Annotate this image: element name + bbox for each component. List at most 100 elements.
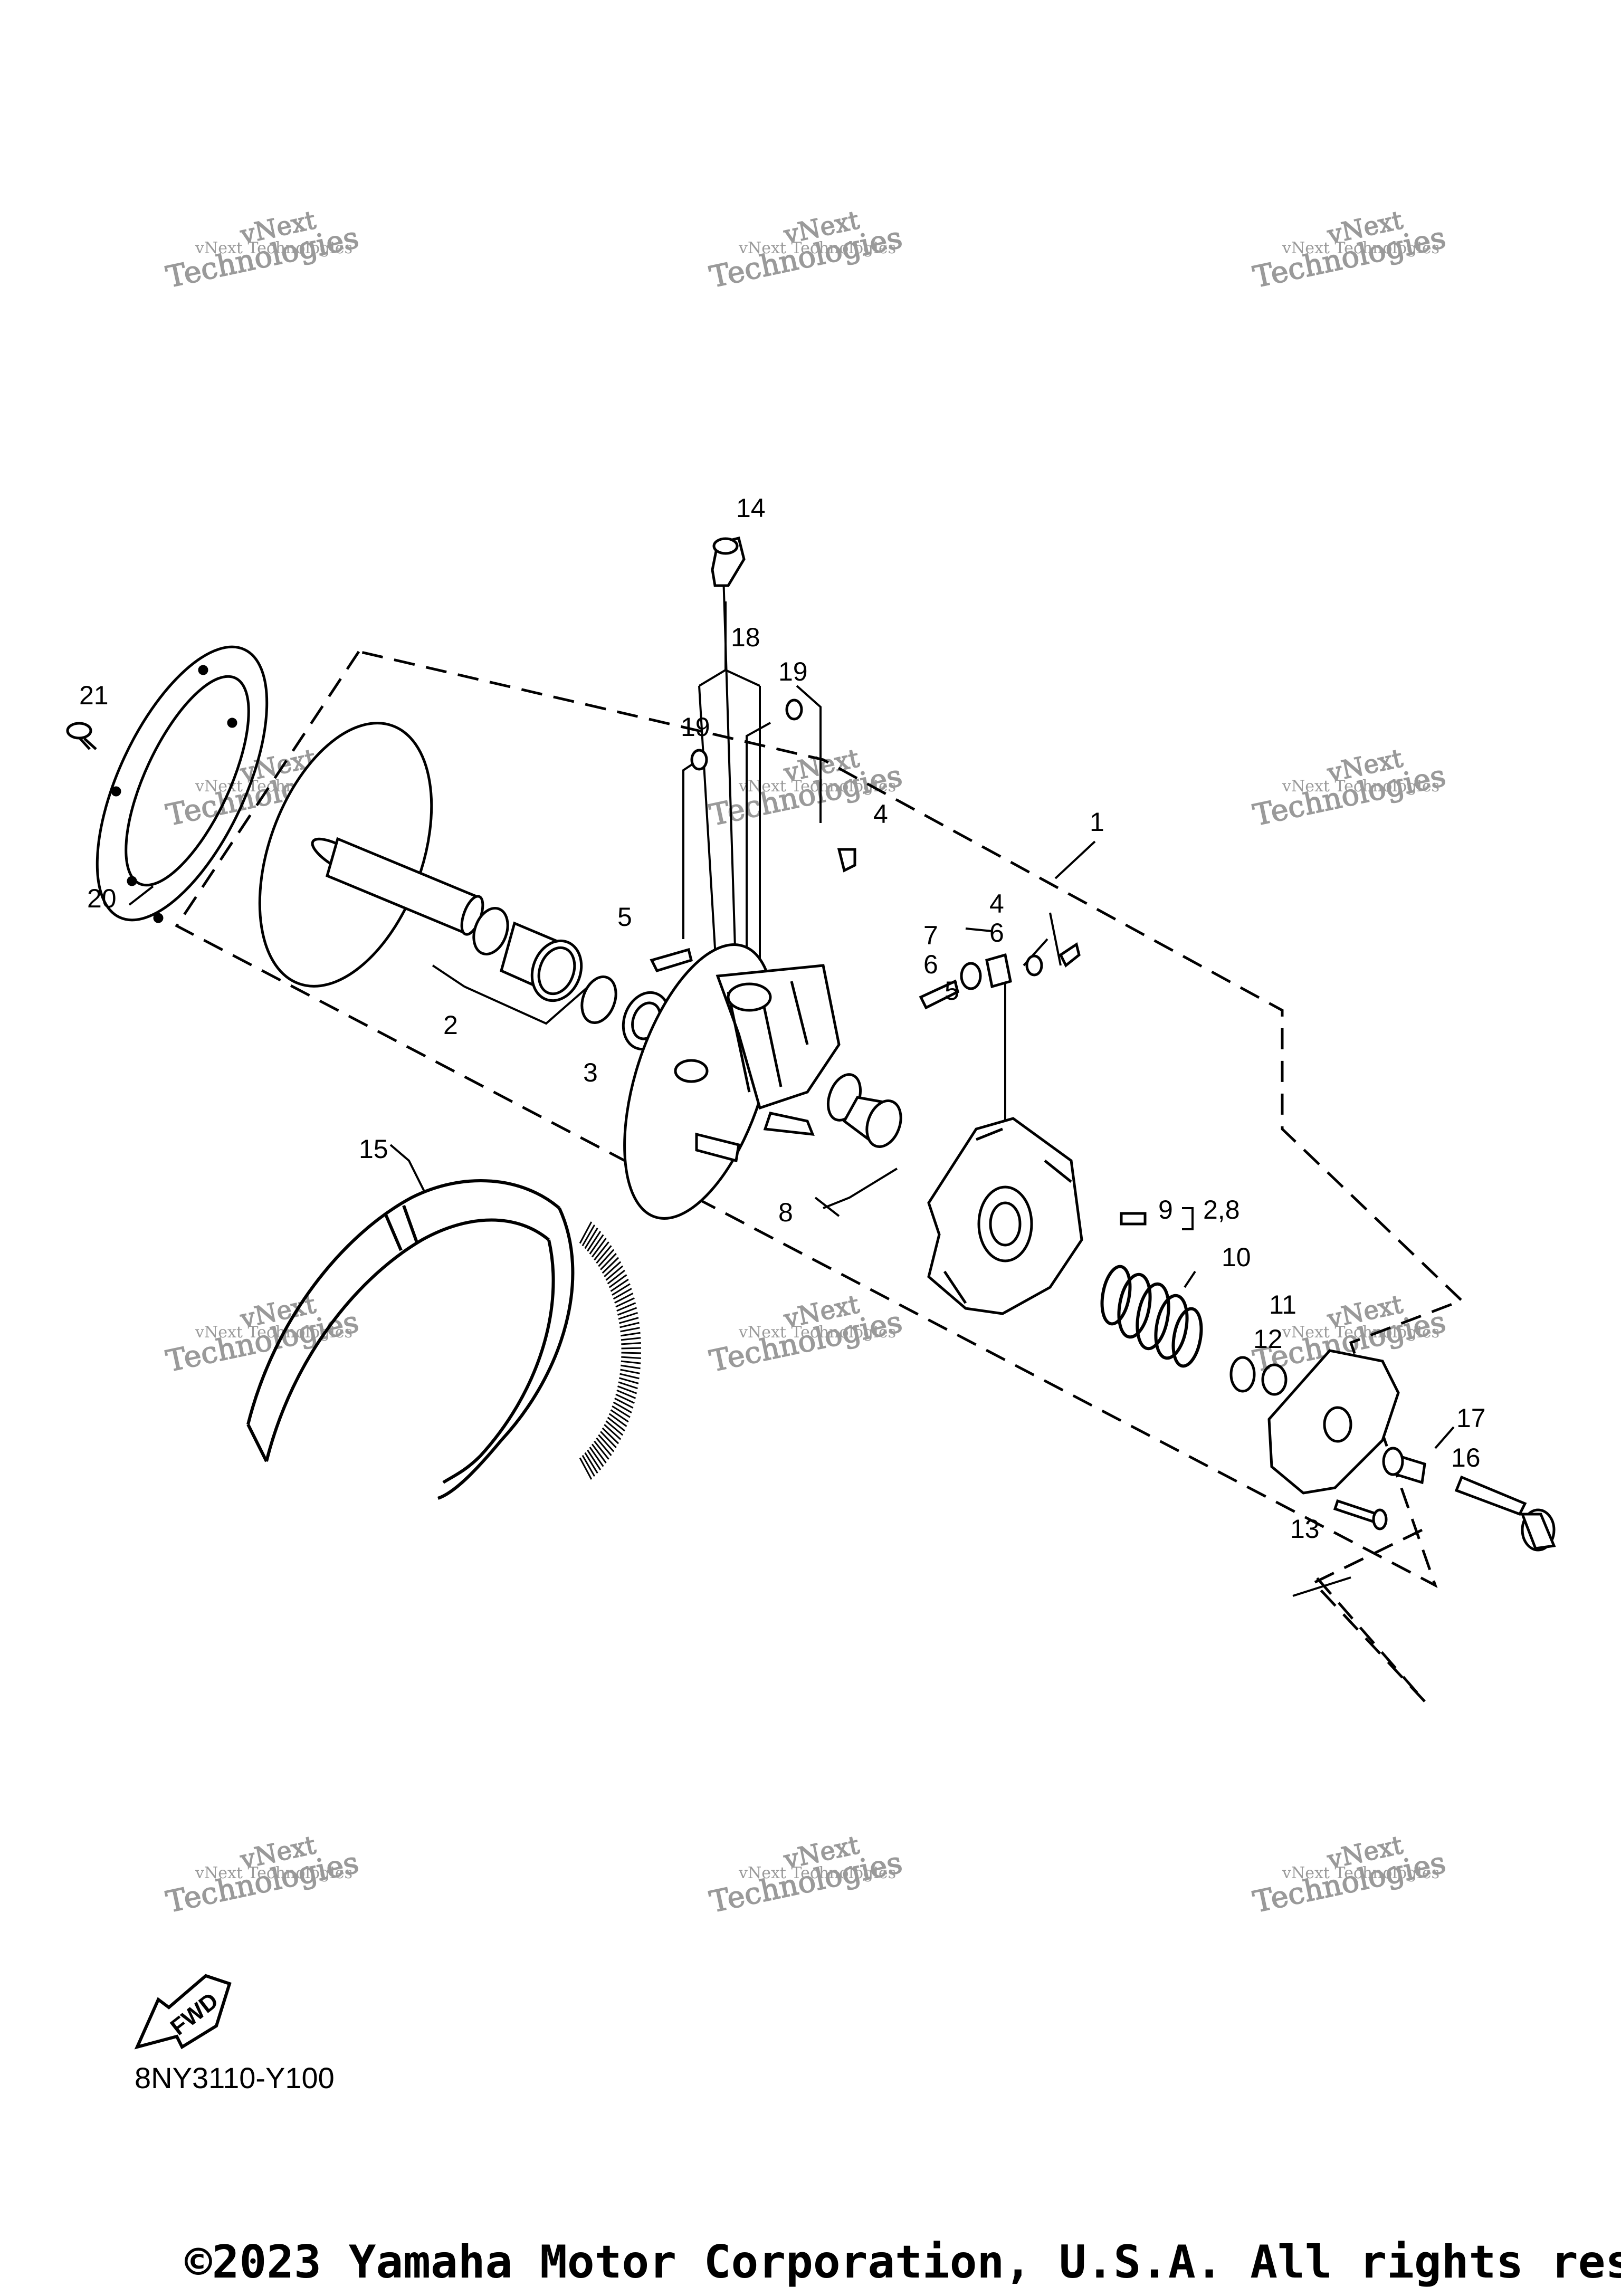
part-weights-and-pins bbox=[650, 536, 1081, 1010]
part-spring bbox=[1100, 1265, 1203, 1368]
belt-tooth bbox=[616, 1302, 636, 1312]
callout-16: 16 bbox=[1451, 1443, 1481, 1472]
callout-6-top: 6 bbox=[989, 918, 1004, 948]
callout-1: 1 bbox=[1090, 807, 1104, 837]
belt-tooth bbox=[619, 1322, 640, 1328]
watermark-line1: vNext Technologies bbox=[1282, 239, 1439, 257]
belt-tooth bbox=[615, 1297, 635, 1308]
callout-17: 17 bbox=[1456, 1403, 1486, 1433]
belt-tooth bbox=[607, 1417, 625, 1432]
belt-tooth bbox=[612, 1405, 631, 1418]
belt-tooth bbox=[618, 1377, 639, 1384]
belt-tooth bbox=[596, 1245, 612, 1264]
watermark-line1: vNext Technologies bbox=[738, 1864, 896, 1882]
belt-tooth bbox=[602, 1427, 619, 1444]
belt-tooth bbox=[604, 1424, 622, 1440]
belt-tooth bbox=[600, 1252, 617, 1270]
belt-tooth bbox=[610, 1278, 629, 1292]
belt-tooth bbox=[605, 1420, 624, 1436]
callout-15: 15 bbox=[359, 1134, 388, 1164]
belt-tooth bbox=[619, 1373, 640, 1380]
belt-tooth bbox=[600, 1431, 617, 1449]
callout-5-left: 5 bbox=[617, 902, 632, 932]
belt-tooth bbox=[605, 1265, 624, 1281]
callout-2-8: 2,8 bbox=[1203, 1195, 1240, 1224]
callout-4-top: 4 bbox=[873, 799, 888, 829]
callout-14: 14 bbox=[736, 493, 766, 523]
watermark-line1: vNext Technologies bbox=[738, 1323, 896, 1342]
watermark-line1: vNext Technologies bbox=[1282, 777, 1439, 796]
belt-tooth bbox=[618, 1381, 638, 1390]
belt-tooth bbox=[621, 1360, 641, 1364]
callout-6-bottom: 6 bbox=[923, 950, 938, 979]
belt-tooth bbox=[579, 1221, 593, 1244]
callout-labels: 1 2 3 4 4 5 5 6 6 7 8 9 2,8 10 11 12 13 … bbox=[79, 493, 1486, 1544]
belt-tooth bbox=[591, 1443, 607, 1463]
belt-tooth bbox=[581, 1455, 596, 1477]
callout-11: 11 bbox=[1269, 1290, 1296, 1319]
watermark-line1: vNext Technologies bbox=[1282, 1323, 1439, 1342]
belt-tooth bbox=[608, 1413, 627, 1427]
callout-19-right: 19 bbox=[778, 657, 808, 686]
belt-tooth bbox=[617, 1385, 637, 1394]
watermark-line1: vNext Technologies bbox=[195, 1864, 352, 1882]
watermark-line1: vNext Technologies bbox=[195, 239, 352, 257]
callout-19-left: 19 bbox=[681, 712, 710, 742]
belt-tooth bbox=[621, 1332, 641, 1337]
belt-tooth bbox=[581, 1224, 596, 1247]
callout-18: 18 bbox=[731, 623, 760, 652]
part-bolts bbox=[1333, 1447, 1556, 1552]
belt-tooth bbox=[591, 1238, 607, 1258]
belt-tooth bbox=[621, 1337, 641, 1341]
belt-tooth bbox=[613, 1288, 632, 1300]
copyright-notice: ©2023 Yamaha Motor Corporation, U.S.A. A… bbox=[185, 2236, 1621, 2289]
belt-tooth bbox=[596, 1437, 612, 1456]
watermark-line1: vNext Technologies bbox=[738, 239, 896, 257]
callout-9: 9 bbox=[1158, 1195, 1173, 1224]
part-fixed-sheave bbox=[258, 722, 484, 988]
belt-tooth bbox=[621, 1342, 641, 1345]
belt-tooth bbox=[602, 1257, 619, 1274]
belt-tooth bbox=[598, 1434, 615, 1452]
part-screw-21 bbox=[66, 722, 97, 750]
fwd-arrow-icon: FWD bbox=[134, 1974, 232, 2050]
belt-tooth bbox=[587, 1231, 602, 1252]
callout-10: 10 bbox=[1222, 1242, 1251, 1272]
watermark-line1: vNext Technologies bbox=[1282, 1864, 1439, 1882]
part-bushing-8 bbox=[827, 1073, 902, 1149]
belt-tooth bbox=[616, 1389, 636, 1399]
callout-3: 3 bbox=[583, 1058, 598, 1087]
belt-tooth bbox=[614, 1398, 634, 1409]
part-movable-sheave bbox=[623, 943, 841, 1220]
belt-tooth bbox=[615, 1393, 635, 1404]
belt-tooth bbox=[618, 1317, 639, 1324]
belt-tooth bbox=[607, 1269, 625, 1285]
belt-teeth bbox=[579, 1221, 642, 1480]
belt-tooth bbox=[589, 1447, 604, 1467]
part-cover-plate bbox=[1267, 1349, 1400, 1495]
belt-tooth bbox=[594, 1241, 609, 1261]
belt-tooth bbox=[604, 1261, 622, 1277]
belt-tooth bbox=[594, 1440, 609, 1460]
belt-tooth bbox=[621, 1364, 641, 1370]
belt-tooth bbox=[618, 1312, 638, 1320]
part-rings-11-12 bbox=[1229, 1356, 1288, 1396]
belt-tooth bbox=[620, 1369, 640, 1374]
belt-tooth bbox=[608, 1274, 627, 1288]
callout-8: 8 bbox=[778, 1198, 793, 1227]
belt-tooth bbox=[620, 1327, 640, 1333]
assembly-boundary bbox=[175, 650, 1464, 1702]
belt-tooth bbox=[614, 1293, 634, 1304]
part-bushing bbox=[472, 906, 617, 1025]
callout-13: 13 bbox=[1290, 1514, 1320, 1544]
belt-tooth bbox=[584, 1452, 598, 1474]
belt-tooth bbox=[589, 1234, 604, 1255]
